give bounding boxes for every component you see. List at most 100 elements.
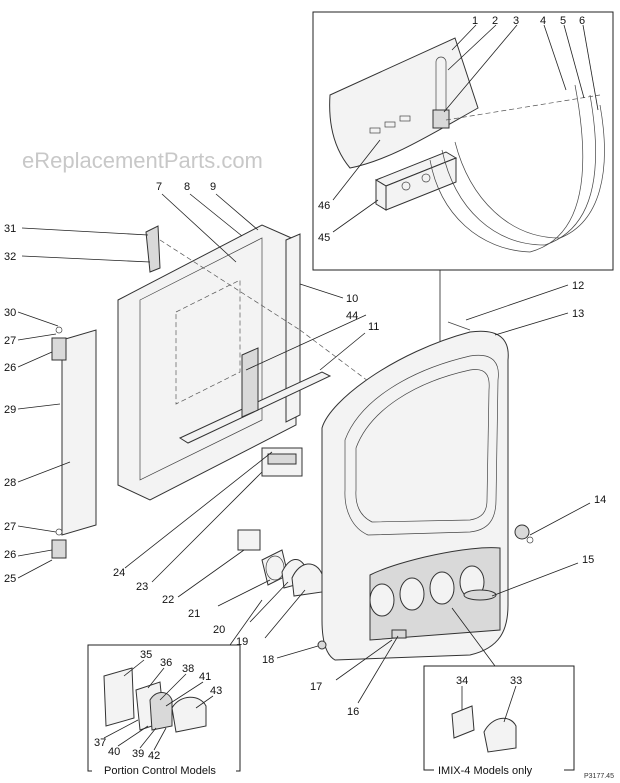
top-bracket	[145, 225, 161, 273]
callout-44: 44	[346, 310, 358, 322]
leader-6	[582, 24, 599, 111]
side-rail	[285, 233, 301, 423]
rear-panel-inner	[139, 237, 263, 481]
lens-4	[429, 84, 584, 253]
callout-23: 23	[136, 581, 148, 593]
reflector-plate	[329, 37, 479, 169]
imix-cover	[483, 717, 517, 753]
assembly-axis	[445, 94, 601, 121]
callout-5: 5	[560, 15, 566, 27]
strip	[241, 347, 259, 418]
portion-control-inset: Portion Control Models 35 36 38 41 43 37…	[87, 644, 241, 778]
leader-38	[159, 673, 187, 701]
leader-11	[319, 332, 366, 371]
door-lock	[514, 524, 530, 540]
hinge-bottom	[51, 539, 67, 559]
dispenser-parts	[237, 447, 323, 597]
caption-bg	[92, 764, 236, 778]
callout-22: 22	[162, 594, 174, 606]
callout-1: 1	[472, 15, 478, 27]
leader-37	[103, 719, 139, 739]
leader-15	[491, 562, 579, 597]
lamp-bulb	[435, 56, 447, 110]
callout-43: 43	[210, 685, 222, 697]
leader-7	[161, 193, 237, 263]
leader-27a	[17, 333, 57, 341]
imix-plate	[451, 705, 475, 739]
leader-26b	[17, 549, 53, 557]
imix4-inset: IMIX-4 Models only 34 33	[423, 665, 575, 777]
leader-20	[249, 581, 289, 623]
watermark-text: eReplacementParts.com	[22, 148, 263, 173]
callout-27-lower: 27	[4, 521, 16, 533]
leader-8	[189, 193, 243, 237]
leader-28	[17, 461, 71, 483]
plate-slot	[399, 115, 411, 122]
leader-3	[443, 24, 518, 113]
callout-38: 38	[182, 663, 194, 675]
plate-slot	[384, 121, 396, 128]
callout-32: 32	[4, 251, 16, 263]
callout-27-upper: 27	[4, 335, 16, 347]
portion-control-caption: Portion Control Models	[104, 765, 216, 777]
nozzle-cover	[291, 563, 323, 597]
dispenser-bay	[429, 571, 455, 605]
callout-14: 14	[594, 494, 606, 506]
leader-33	[503, 685, 517, 723]
leader-22	[177, 549, 245, 598]
tab	[391, 629, 407, 639]
plate-slot	[369, 127, 381, 134]
leader-39	[139, 727, 157, 749]
side-panel	[61, 329, 97, 536]
leader-44	[245, 314, 367, 371]
callout-39: 39	[132, 748, 144, 760]
leader-45	[332, 199, 379, 233]
callout-8: 8	[184, 181, 190, 193]
leader-21	[217, 579, 271, 607]
hinge-pin	[447, 321, 471, 331]
lock-key	[526, 536, 534, 544]
rear-panel	[117, 224, 297, 501]
leader-13	[494, 312, 569, 336]
box-hole	[401, 181, 411, 191]
callout-35: 35	[140, 649, 152, 661]
ballast-box-front	[385, 157, 457, 211]
leader-17	[335, 639, 393, 681]
leader-36	[147, 667, 165, 689]
callout-4: 4	[540, 15, 546, 27]
pc-switch	[149, 692, 173, 731]
leader-16	[357, 635, 399, 704]
callout-34: 34	[456, 675, 468, 687]
display-window	[267, 453, 297, 465]
drawing-code: P3177.45	[584, 773, 614, 780]
callout-30: 30	[4, 307, 16, 319]
leader-31	[21, 227, 149, 236]
main-callouts: 7 8 10 11 12 13 14 15 16 17 18 19 20 21 …	[4, 181, 606, 718]
imix4-inset-frame	[423, 665, 575, 771]
callout-37: 37	[94, 737, 106, 749]
box-hole	[421, 173, 431, 183]
callout-7: 7	[156, 181, 162, 193]
callout-6: 6	[579, 15, 585, 27]
callout-20: 20	[213, 624, 225, 636]
callout-11: 11	[368, 321, 379, 333]
callout-26-upper: 26	[4, 362, 16, 374]
dispenser-bay	[369, 583, 395, 617]
leader-42	[153, 727, 167, 751]
front-door-assembly	[317, 321, 534, 661]
callout-21: 21	[188, 608, 200, 620]
leader-12	[465, 284, 569, 321]
leader-35	[123, 659, 145, 677]
callout-40: 40	[108, 746, 120, 758]
callout-9: 9	[210, 181, 216, 193]
callout-33: 33	[510, 675, 522, 687]
leader-27b	[17, 525, 57, 533]
callout-45: 45	[318, 232, 330, 244]
callout-26-lower: 26	[4, 549, 16, 561]
leader-32	[21, 255, 151, 263]
door-window	[344, 354, 499, 536]
callout-41: 41	[199, 671, 211, 683]
assembly-axis	[159, 239, 301, 331]
leader-5	[563, 24, 585, 99]
leader-19	[264, 589, 306, 639]
